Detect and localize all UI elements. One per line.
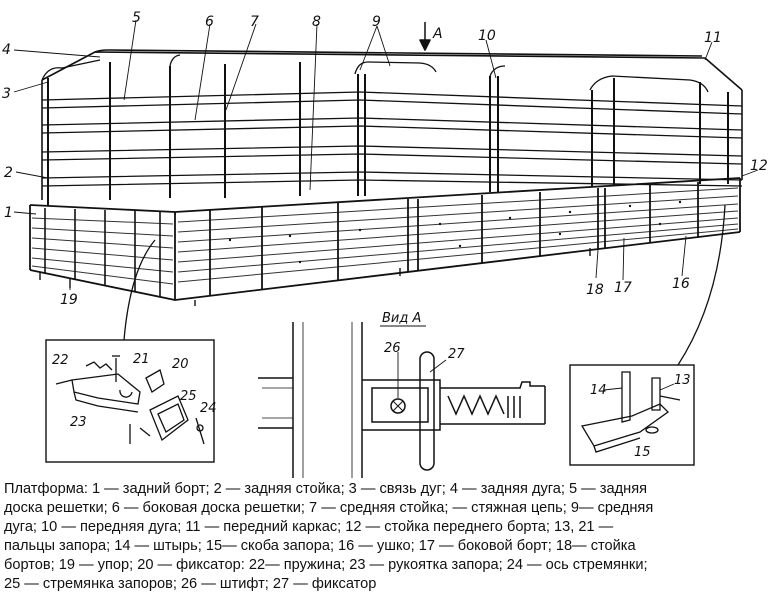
caption-line: доска решетки; 6 — боковая доска решетки… [4, 500, 654, 516]
callout-23: 23 [70, 415, 87, 430]
callout-21: 21 [133, 352, 150, 367]
detail-inset-left: 22 21 20 23 25 24 [45, 339, 217, 463]
callout-22: 22 [52, 353, 69, 368]
caption-line: пальцы запора; 14 — штырь; 15— скоба зап… [4, 538, 636, 554]
callout-9: 9 [372, 14, 381, 30]
platform-illustration [13, 19, 759, 366]
callout-4: 4 [2, 42, 11, 58]
callout-18: 18 [586, 282, 604, 298]
caption-line: 25 — стремянка запоров; 26 — штифт; 27 —… [4, 576, 377, 592]
callout-17: 17 [614, 280, 632, 296]
callout-15: 15 [634, 445, 651, 460]
figure-caption: Платформа: 1 — задний борт; 2 — задняя с… [4, 480, 768, 594]
callout-11: 11 [704, 30, 722, 46]
caption-line: дуга; 10 — передняя дуга; 11 — передний … [4, 519, 614, 535]
view-a-label: Вид А [382, 311, 421, 326]
callout-14: 14 [590, 383, 607, 398]
callout-19: 19 [60, 292, 78, 308]
callout-5: 5 [132, 10, 141, 26]
truck-platform-diagram: 4 3 2 1 5 6 7 8 9 A 10 11 12 19 18 17 16 [2, 10, 768, 478]
callout-12: 12 [750, 158, 768, 174]
main-callouts: 4 3 2 1 5 6 7 8 9 A 10 11 12 19 18 17 16 [2, 10, 768, 308]
callout-20: 20 [172, 357, 189, 372]
arrow-label-a: A [432, 26, 443, 42]
callout-1: 1 [4, 205, 13, 221]
callout-16: 16 [672, 276, 690, 292]
callout-8: 8 [312, 14, 321, 30]
caption-line: бортов; 19 — упор; 20 — фиксатор: 22— пр… [4, 557, 648, 573]
view-a-detail: Вид А [258, 311, 546, 478]
callout-7: 7 [250, 14, 259, 30]
callout-6: 6 [205, 14, 214, 30]
callout-24: 24 [200, 401, 217, 416]
callout-3: 3 [2, 86, 11, 102]
callout-25: 25 [180, 389, 197, 404]
callout-27: 27 [448, 347, 465, 362]
detail-inset-right: 14 13 15 [569, 364, 695, 466]
callout-2: 2 [4, 165, 13, 181]
caption-line: Платформа: 1 — задний борт; 2 — задняя с… [4, 481, 647, 497]
callout-10: 10 [478, 28, 496, 44]
callout-13: 13 [674, 373, 691, 388]
callout-26: 26 [384, 341, 401, 356]
